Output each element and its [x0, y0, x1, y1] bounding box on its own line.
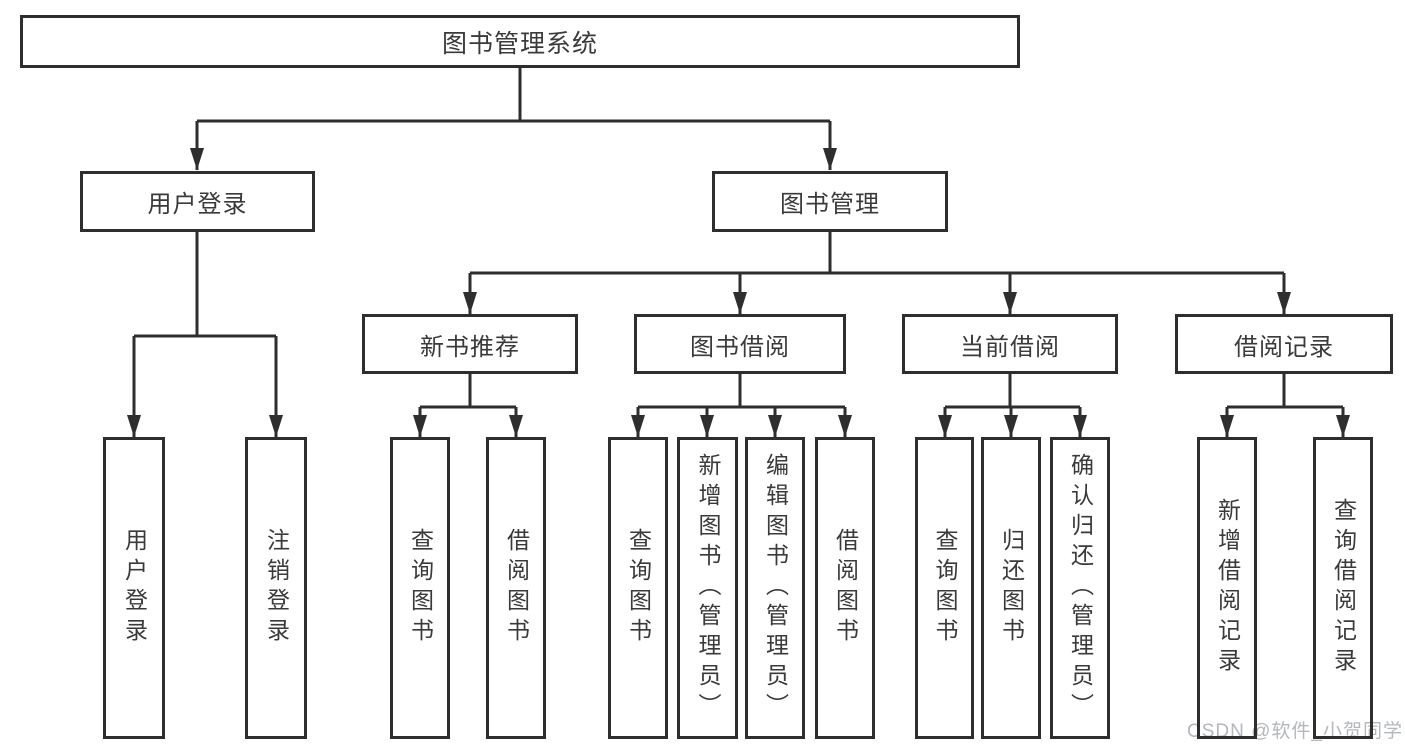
node-label: 用户登录: [147, 191, 248, 218]
leaf-label: 借阅图书: [503, 528, 530, 648]
leaf-label: 新增图书（管理员）: [695, 453, 721, 723]
leaf-label: 用户登录: [121, 528, 148, 648]
node-book-borrowing: 图书借阅: [634, 314, 846, 374]
leaf-label: 查询图书: [932, 528, 958, 648]
leaf-label: 借阅图书: [832, 528, 859, 648]
root-label: 图书管理系统: [441, 29, 598, 58]
node-label: 图书借阅: [690, 333, 790, 361]
leaf-query-books-borrowing: 查询图书: [608, 437, 668, 739]
leaf-edit-books-admin: 编辑图书（管理员）: [745, 437, 805, 739]
node-library-management-system: 图书管理系统: [20, 15, 1020, 68]
leaf-label: 注销登录: [263, 528, 290, 648]
leaf-return-books: 归还图书: [981, 437, 1041, 739]
node-label: 当前借阅: [960, 333, 1060, 361]
node-current-borrowing: 当前借阅: [902, 314, 1118, 374]
leaf-label: 归还图书: [998, 528, 1025, 648]
node-label: 新书推荐: [420, 333, 520, 361]
node-user-login: 用户登录: [80, 171, 315, 232]
leaf-label: 编辑图书（管理员）: [762, 453, 789, 723]
leaf-label: 查询图书: [625, 528, 652, 648]
leaf-confirm-return-admin: 确认归还（管理员）: [1050, 437, 1110, 739]
leaf-label: 查询借阅记录: [1330, 498, 1357, 678]
node-new-book-recommend: 新书推荐: [362, 314, 578, 374]
node-label: 图书管理: [780, 191, 880, 218]
node-book-management: 图书管理: [712, 171, 948, 232]
leaf-logout-login: 注销登录: [245, 437, 307, 739]
node-label: 借阅记录: [1234, 333, 1334, 361]
leaf-borrow-books-recommend: 借阅图书: [486, 437, 546, 739]
leaf-label: 查询图书: [407, 528, 434, 648]
leaf-query-books-current: 查询图书: [915, 437, 974, 739]
leaf-borrow-books-borrowing: 借阅图书: [815, 437, 875, 739]
node-borrowing-records: 借阅记录: [1175, 314, 1393, 374]
leaf-user-login: 用户登录: [103, 437, 165, 739]
leaf-query-books-recommend: 查询图书: [390, 437, 450, 739]
leaf-add-books-admin: 新增图书（管理员）: [677, 437, 738, 739]
leaf-query-borrow-record: 查询借阅记录: [1313, 437, 1373, 739]
leaf-label: 确认归还（管理员）: [1067, 453, 1094, 723]
leaf-add-borrow-record: 新增借阅记录: [1197, 437, 1257, 739]
leaf-label: 新增借阅记录: [1214, 498, 1241, 678]
